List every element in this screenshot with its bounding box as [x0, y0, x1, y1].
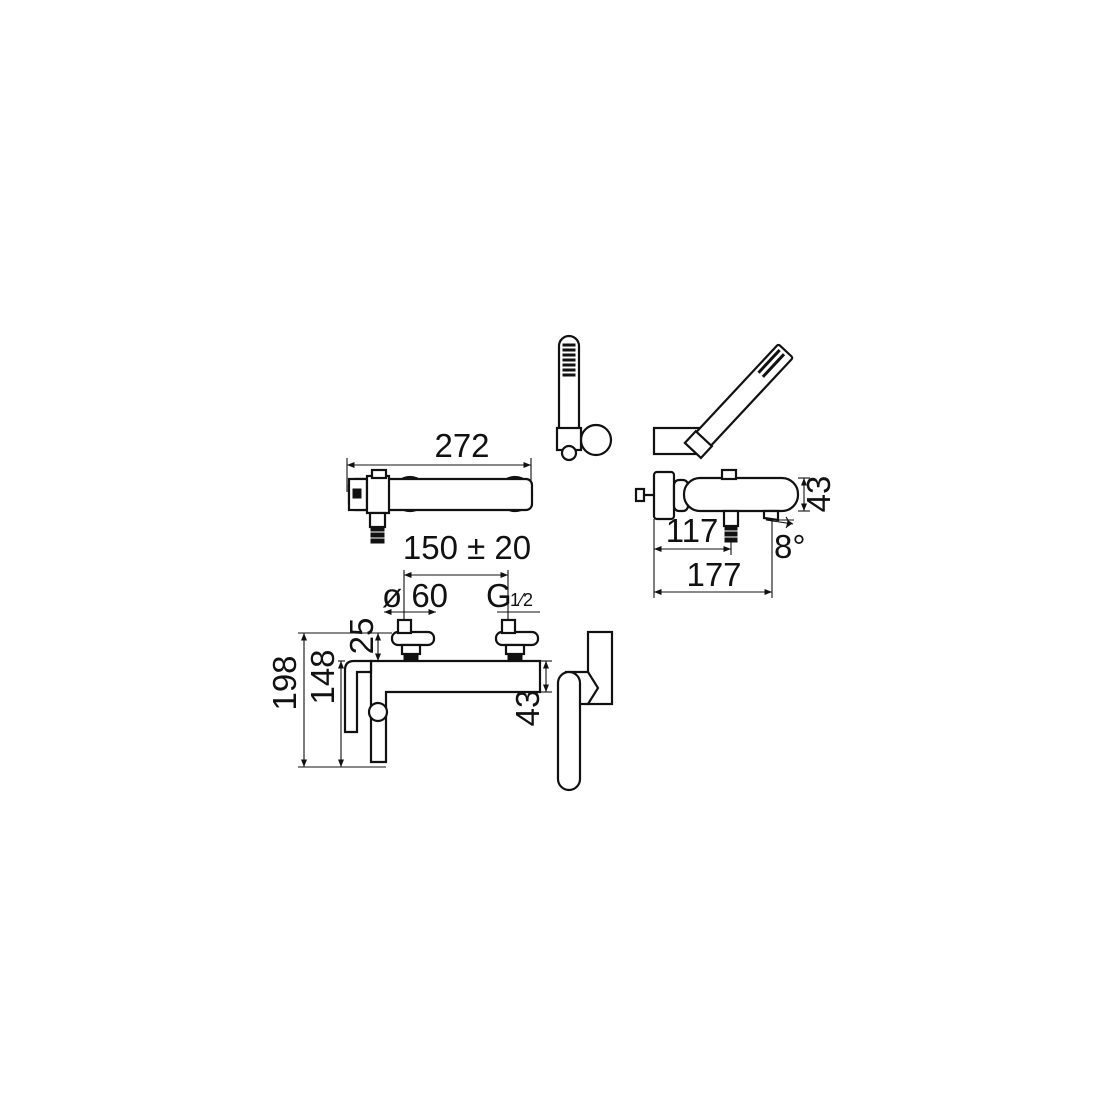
thread-label: G — [486, 577, 512, 614]
hand-shower-front — [555, 334, 613, 462]
top-view: 272 — [346, 427, 534, 544]
total-projection-label: 177 — [686, 556, 741, 593]
plan-diverter-knob — [720, 468, 738, 481]
plan-body — [682, 476, 800, 513]
front-connector-left — [390, 618, 436, 661]
plan-hose-connector — [722, 509, 740, 528]
side-hand-shower-clip — [683, 429, 714, 460]
front-connector-right — [494, 618, 540, 661]
front-view: 150 ± 20 ø 60 G 1⁄2 — [266, 529, 552, 768]
flange-diameter-label: ø 60 — [382, 577, 448, 614]
angle-arc — [785, 516, 793, 529]
side-spout — [556, 670, 582, 792]
angle-spout-line — [765, 519, 794, 525]
front-diverter-knob — [367, 701, 389, 723]
body-height-front-label: 43 — [509, 690, 546, 727]
spout-projection-label: 117 — [666, 512, 719, 549]
plan-pipe-end — [634, 487, 646, 503]
side-hand-shower-holes — [757, 349, 786, 378]
connector-height-label: 25 — [343, 618, 380, 655]
hand-shower-joint — [560, 444, 578, 462]
top-cap-marker — [352, 488, 362, 499]
front-lever — [343, 659, 373, 734]
hand-shower-bracket-disc — [579, 423, 613, 457]
plan-hose-thread — [724, 525, 738, 543]
side-view — [556, 630, 614, 792]
spout-height-label: 148 — [304, 649, 341, 704]
hand-shower-spray-holes — [562, 343, 576, 377]
side-plan-view: 43 117 177 8° — [634, 468, 837, 598]
thread-fraction-label: 1⁄2 — [510, 590, 533, 610]
body-height-side-label: 43 — [800, 476, 837, 513]
overall-length-label: 272 — [434, 427, 489, 464]
top-hose-connector — [368, 511, 387, 529]
top-diverter-knob — [370, 468, 388, 480]
top-hose-thread — [370, 526, 385, 544]
spout-angle-label: 8° — [774, 528, 806, 565]
hand-shower-side — [652, 343, 794, 460]
center-distance-label: 150 ± 20 — [403, 529, 531, 566]
top-diverter-body — [365, 474, 391, 515]
plan-spout-tip — [762, 509, 780, 522]
total-height-label: 198 — [266, 655, 303, 710]
